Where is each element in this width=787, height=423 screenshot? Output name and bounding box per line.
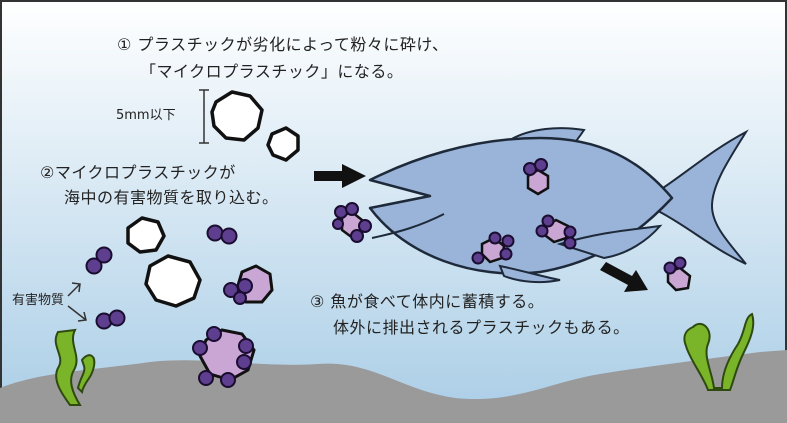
step3-line2: 体外に排出されるプラスチックもある。 [333, 318, 630, 337]
fish [368, 127, 749, 284]
contaminated-plastic-7 [663, 256, 692, 292]
size-bracket [199, 89, 209, 144]
seaweed-left-branch [76, 354, 96, 395]
contaminated-plastic-1 [223, 264, 274, 305]
fish-pelvic-fin [556, 224, 663, 260]
fish-gill-line [371, 213, 445, 239]
arrow-to-fish [314, 164, 366, 188]
microplastic-large [210, 90, 264, 142]
seaweed-right [683, 312, 755, 391]
pollutant-molecules [85, 224, 238, 330]
contaminated-plastic-4 [523, 158, 550, 196]
fish-mouth-line [369, 195, 431, 209]
harmful-arrows [67, 282, 87, 322]
contaminated-plastic-5 [535, 214, 577, 250]
contaminated-plastic-3 [332, 202, 372, 243]
seaweed-left [54, 328, 82, 406]
microplastic-small [266, 126, 300, 162]
step2-line2: 海中の有害物質を取り込む。 [64, 188, 279, 207]
harmful-substance-label: 有害物質 [12, 293, 65, 308]
microplastic-fragments [126, 90, 300, 308]
contaminated-plastic-6 [471, 231, 515, 265]
seabed [0, 350, 787, 423]
step2-line1: ②マイクロプラスチックが [40, 163, 236, 182]
arrow-from-fish [600, 262, 648, 292]
microplastic-mid [126, 216, 166, 254]
size-label: 5mm以下 [116, 108, 176, 123]
step3-line1: ③ 魚が食べて体内に蓄積する。 [310, 292, 545, 311]
fish-tail [659, 129, 749, 265]
microplastic-big [144, 254, 202, 308]
step1-line2: 「マイクロプラスチック」になる。 [140, 62, 404, 81]
step1-line1: ① プラスチックが劣化によって粉々に砕け、 [117, 35, 449, 54]
fish-anal-fin [498, 264, 561, 284]
contaminated-plastic-2 [192, 326, 256, 388]
